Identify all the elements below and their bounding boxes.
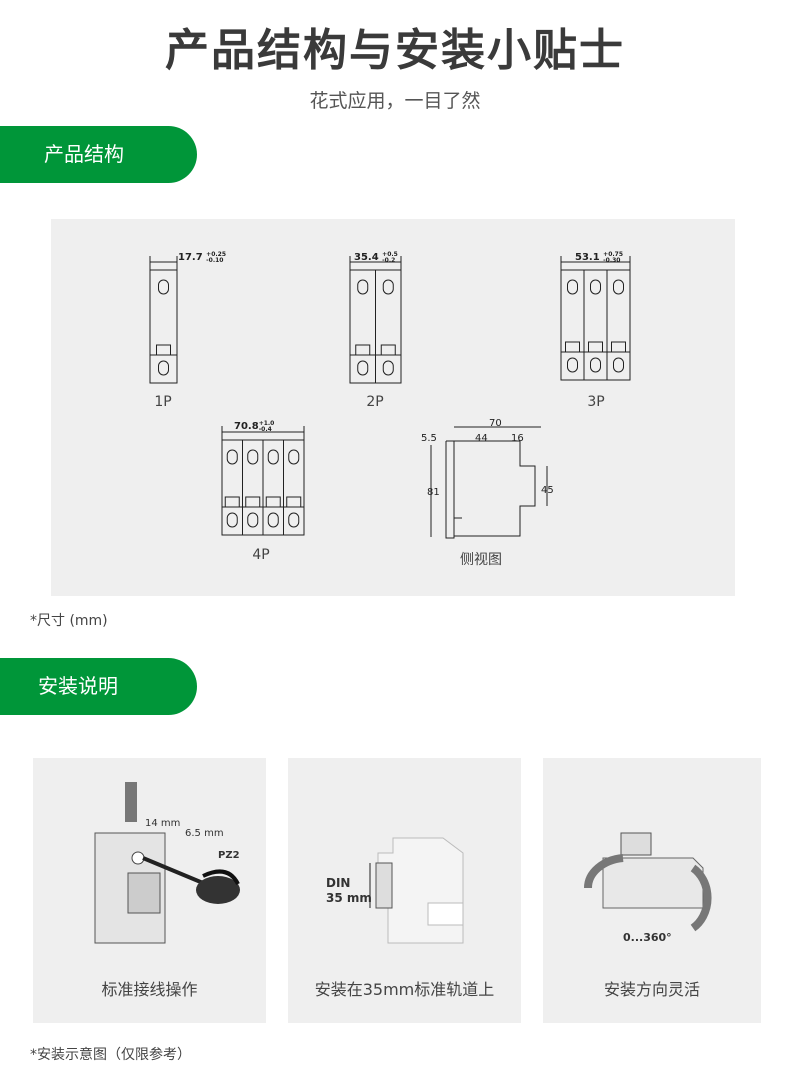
dim-4p: 70.8+1.0-0.4 (234, 420, 275, 433)
breaker-3p-terminal-bottom (590, 357, 601, 373)
screw-size: 6.5 mm (185, 828, 224, 839)
section-tab-structure: 产品结构 (0, 126, 197, 183)
install-card-wiring: 14 mm 6.5 mm PZ2 标准接线操作 (33, 758, 266, 1023)
rotation-angle: 0...360° (623, 931, 672, 944)
wiring-illustration (94, 782, 240, 944)
breaker-4p-terminal-top (247, 449, 259, 465)
breaker-4p-terminal-bottom (247, 512, 259, 528)
breaker-4p-terminal-top (226, 449, 238, 465)
rotate-arrow-icon (583, 854, 624, 889)
breaker-4p-terminal-bottom (267, 512, 279, 528)
label-1p: 1P (154, 394, 172, 410)
caption-wiring: 标准接线操作 (101, 980, 198, 999)
size-note: *尺寸 (mm) (30, 613, 108, 629)
din-label: DIN (326, 876, 351, 890)
breaker-4p-handle (245, 496, 261, 508)
page-subtitle: 花式应用，一目了然 (309, 90, 481, 112)
structure-panel: 17.7 +0.25-0.10 35.4 +0.5-0.2 53.1 +0.75… (51, 219, 735, 596)
screw-type: PZ2 (218, 850, 240, 861)
screwdriver-icon (196, 876, 240, 904)
page-title: 产品结构与安装小贴士 (165, 25, 625, 76)
label-4p: 4P (252, 547, 270, 563)
breaker-4p-terminal-top (288, 449, 300, 465)
orientation-illustration (583, 832, 712, 932)
caption-orientation: 安装方向灵活 (603, 980, 700, 999)
breaker-3p-terminal-top (567, 279, 578, 295)
breaker-4p-terminal-bottom (226, 512, 238, 528)
dim-side-81: 81 (427, 487, 440, 498)
breaker-2p-terminal-bottom (382, 360, 394, 376)
side-view-outline (445, 440, 536, 539)
breaker-2p-terminal-top (357, 279, 369, 295)
dim-side-5-5: 5.5 (421, 433, 437, 444)
breaker-4p-terminal-bottom (288, 512, 300, 528)
breaker-3p-handle (565, 341, 580, 353)
breaker-3p-terminal-bottom (567, 357, 578, 373)
dim-side-45: 45 (541, 485, 554, 496)
breaker-3p-terminal-top (590, 279, 601, 295)
dim-side-44: 44 (475, 433, 488, 444)
breaker-3p-terminal-bottom (613, 357, 624, 373)
breaker-3p-terminal-top (613, 279, 624, 295)
breaker-1p-terminal-bottom (158, 360, 169, 376)
rotate-arrow-icon (690, 864, 712, 932)
breaker-1p-terminal-top (158, 279, 169, 295)
install-note: *安装示意图（仅限参考） (30, 1047, 191, 1063)
breaker-4p-handle (224, 496, 240, 508)
label-2p: 2P (366, 394, 384, 410)
label-side-view: 侧视图 (460, 552, 502, 568)
label-3p: 3P (587, 394, 605, 410)
wire-strip-length: 14 mm (145, 818, 181, 829)
breaker-3p-handle (611, 341, 626, 353)
breaker-1p-handle (156, 344, 171, 356)
breaker-3p-body (560, 269, 631, 381)
breaker-1p-body (149, 269, 178, 384)
dim-3p: 53.1 +0.75-0.30 (575, 251, 624, 264)
breaker-2p-handle (355, 344, 371, 356)
breaker-2p-handle (380, 344, 396, 356)
din-rail-illustration (369, 837, 464, 944)
dim-1p: 17.7 +0.25-0.10 (178, 251, 227, 264)
breaker-4p-handle (286, 496, 302, 508)
dim-side-70: 70 (489, 418, 502, 429)
breaker-2p-terminal-bottom (357, 360, 369, 376)
breaker-drawings (149, 256, 631, 539)
breaker-4p-handle (265, 496, 281, 508)
install-card-orientation: 0...360° 安装方向灵活 (543, 758, 761, 1023)
breaker-2p-terminal-top (382, 279, 394, 295)
dim-side-16: 16 (511, 433, 524, 444)
caption-din: 安装在35mm标准轨道上 (314, 980, 495, 999)
breaker-4p-terminal-top (267, 449, 279, 465)
breaker-3p-handle (588, 341, 603, 353)
din-size: 35 mm (326, 891, 372, 905)
section-tab-install: 安装说明 (0, 658, 197, 715)
install-card-din: DIN 35 mm 安装在35mm标准轨道上 (288, 758, 521, 1023)
dim-2p: 35.4 +0.5-0.2 (354, 251, 398, 264)
